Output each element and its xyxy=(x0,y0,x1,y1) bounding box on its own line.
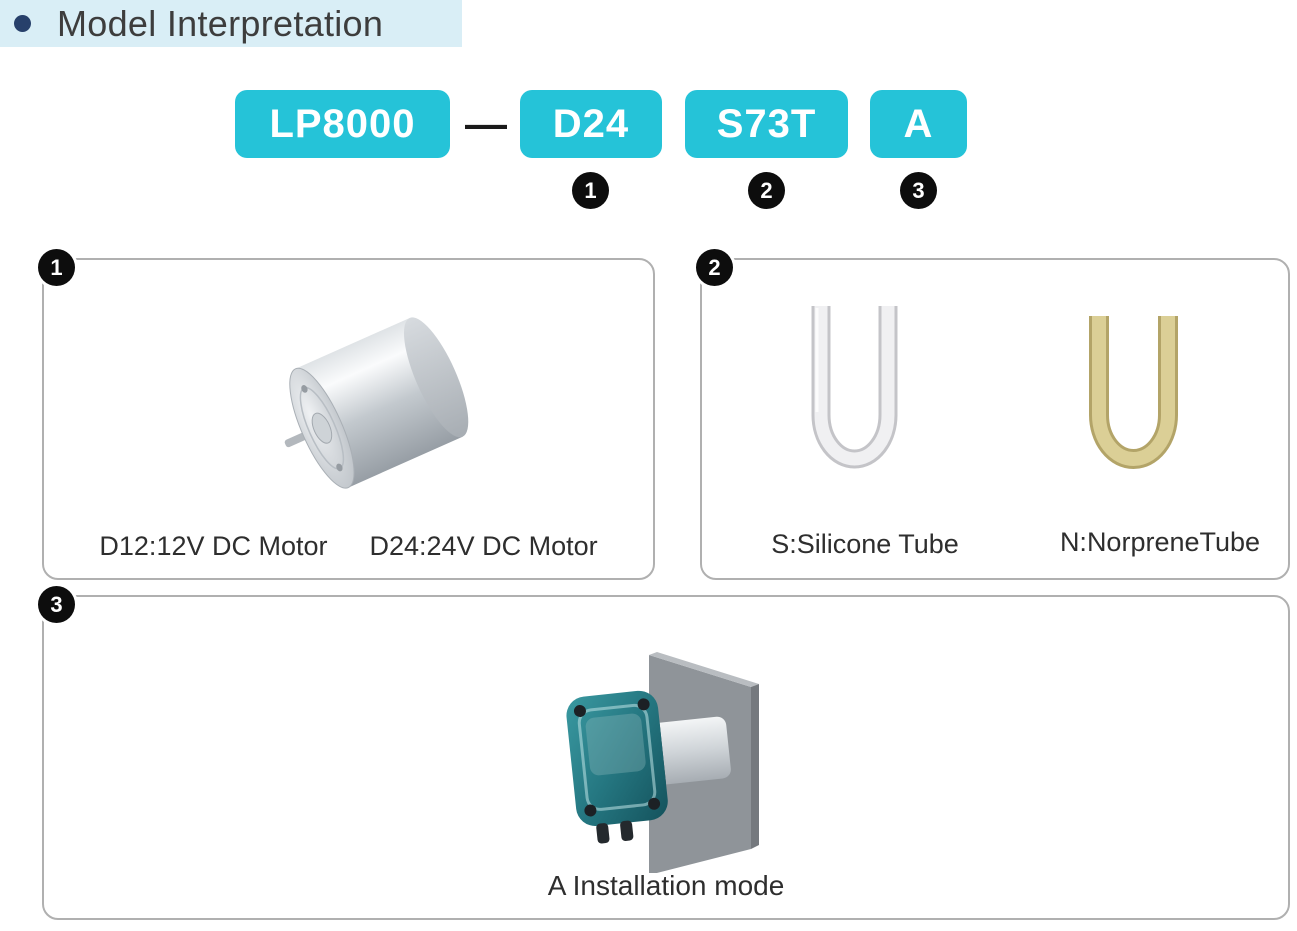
tube-panel: 2 S:Silicone Tube N:NorpreneTube xyxy=(696,249,1290,580)
installation-caption: A Installation mode xyxy=(547,870,785,901)
motor-caption-d24: D24:24V DC Motor xyxy=(369,531,598,561)
tube-panel-badge: 2 xyxy=(696,249,733,286)
model-segment-chip-3: A xyxy=(870,90,967,158)
norprene-tube-caption: N:NorpreneTube xyxy=(1059,527,1261,557)
segment-badge-2: 2 xyxy=(748,172,785,209)
model-base-chip: LP8000 xyxy=(235,90,450,158)
segment-badge-3: 3 xyxy=(900,172,937,209)
segment-badge-1: 1 xyxy=(572,172,609,209)
installation-panel: 3 xyxy=(38,586,1290,920)
norprene-tube-image xyxy=(1089,316,1178,469)
page-title: Model Interpretation xyxy=(57,2,384,44)
bullet-icon xyxy=(14,15,31,32)
silicone-tube-caption: S:Silicone Tube xyxy=(771,529,959,559)
pump-installation-image xyxy=(566,652,759,873)
dash-separator: — xyxy=(465,100,507,147)
installation-panel-badge: 3 xyxy=(38,586,75,623)
dc-motor-image xyxy=(284,317,469,489)
model-segment-chip-2: S73T xyxy=(685,90,848,158)
motor-panel: 1 xyxy=(38,249,655,580)
model-segment-chip-1: D24 xyxy=(520,90,662,158)
motor-panel-badge: 1 xyxy=(38,249,75,286)
motor-captions: D12:12V DC Motor D24:24V DC Motor xyxy=(44,531,653,562)
silicone-tube-image xyxy=(811,306,898,469)
motor-caption-d12: D12:12V DC Motor xyxy=(99,531,328,561)
section-header: Model Interpretation xyxy=(0,0,462,47)
